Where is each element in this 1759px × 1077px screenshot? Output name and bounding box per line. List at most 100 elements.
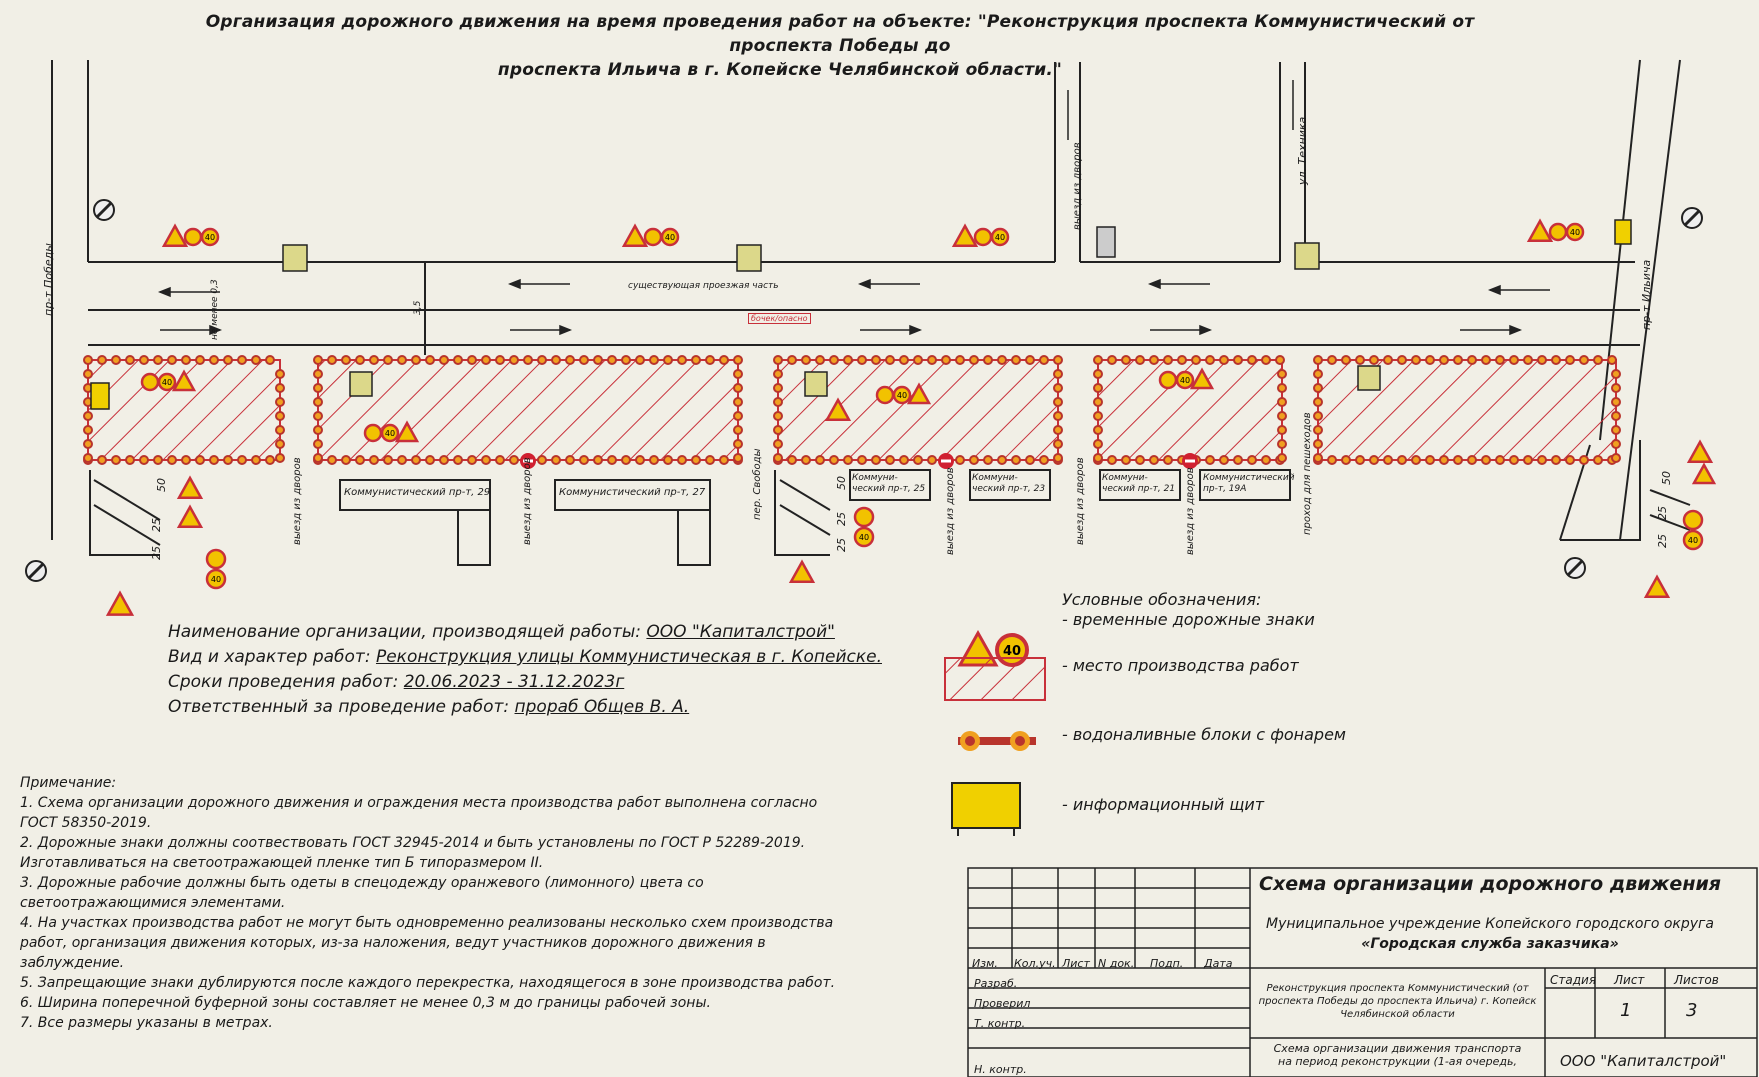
water-barrier — [355, 455, 365, 465]
lane-width-label: 3,5 — [413, 300, 423, 315]
road-works-sign-icon — [394, 420, 420, 443]
title-block-grid — [967, 867, 1758, 1077]
speed-limit-sign-icon — [205, 568, 227, 590]
water-barrier — [1565, 355, 1575, 365]
water-barrier — [829, 455, 839, 465]
water-barrier — [733, 369, 743, 379]
water-barrier — [1011, 355, 1021, 365]
tb-row-norm-control: Н. контр. — [974, 1063, 1027, 1076]
building-label-19a: Коммунистический пр-т, 19А — [1203, 473, 1295, 494]
water-barrier — [1313, 397, 1323, 407]
water-barrier — [341, 355, 351, 365]
water-barrier — [983, 455, 993, 465]
water-barrier — [1277, 453, 1287, 463]
note-1: 1. Схема организации дорожного движения … — [20, 795, 818, 831]
tb-project-line1: Реконструкция проспекта Коммунистический… — [1266, 983, 1529, 994]
water-barrier — [1495, 455, 1505, 465]
notes-heading: Примечание: — [20, 775, 117, 791]
legend-title: Условные обозначения: — [1062, 590, 1262, 609]
water-barrier — [1135, 355, 1145, 365]
water-barrier — [857, 355, 867, 365]
water-barrier — [1313, 383, 1323, 393]
water-barrier — [1341, 355, 1351, 365]
water-barrier — [733, 355, 743, 365]
water-barrier — [1481, 455, 1491, 465]
water-barrier — [1369, 355, 1379, 365]
water-barrier — [1093, 439, 1103, 449]
water-barrier — [327, 355, 337, 365]
water-barrier — [139, 455, 149, 465]
pedestrian-pass-label: проход для пешеходов — [1302, 412, 1313, 535]
water-barrier — [1107, 355, 1117, 365]
water-barrier — [1611, 411, 1621, 421]
dim-50-right: 50 — [1660, 471, 1673, 485]
water-barrier — [83, 453, 93, 463]
water-barrier — [1551, 455, 1561, 465]
water-barrier — [1523, 455, 1533, 465]
water-barrier — [481, 455, 491, 465]
water-barrier — [565, 455, 575, 465]
water-barrier — [733, 439, 743, 449]
water-barrier — [97, 455, 107, 465]
road-works-sign-icon — [788, 559, 816, 584]
note-2: 2. Дорожные знаки должны соотвествовать … — [20, 835, 806, 871]
water-barrier — [1053, 369, 1063, 379]
exit-yard-label-2: выезд из дворов — [522, 457, 533, 545]
speed-limit-value: 40 — [162, 378, 172, 387]
water-barrier — [1039, 355, 1049, 365]
water-barrier — [167, 355, 177, 365]
tb-row-developed: Разраб. — [974, 977, 1018, 990]
work-zone-2 — [317, 359, 739, 461]
road-works-sign-icon — [161, 223, 189, 248]
water-barrier — [83, 411, 93, 421]
note-3: 3. Дорожные рабочие должны быть одеты в … — [20, 875, 704, 911]
water-barrier — [899, 455, 909, 465]
water-barrier — [787, 355, 797, 365]
water-barrier — [1261, 355, 1271, 365]
speed-limit-value: 40 — [211, 575, 221, 584]
water-barrier — [1247, 355, 1257, 365]
lane-arrows — [157, 80, 1550, 336]
speed-limit-sign-icon — [892, 385, 912, 405]
water-barrier — [1219, 455, 1229, 465]
water-barrier — [313, 411, 323, 421]
exit-yard-label-1: выезд из дворов — [292, 457, 303, 545]
water-barrier — [1467, 355, 1477, 365]
road-works-sign-icon — [1686, 439, 1714, 464]
building-label-29: Коммунистический пр-т, 29 — [344, 487, 491, 498]
title-line-1: Организация дорожного движения на время … — [205, 12, 1475, 56]
water-barrier — [1579, 455, 1589, 465]
exit-yard-label-top: выезд из дворов — [1072, 142, 1083, 230]
speed-limit-value: 40 — [205, 233, 215, 242]
water-barrier — [411, 455, 421, 465]
tb-row-checked: Проверил — [974, 997, 1031, 1010]
water-barrier — [983, 355, 993, 365]
water-barrier — [815, 455, 825, 465]
water-barrier — [1453, 455, 1463, 465]
notes: Примечание: 1. Схема организации дорожно… — [20, 773, 840, 1033]
info-board-icon — [736, 244, 762, 272]
water-barrier — [1277, 425, 1287, 435]
dim-50-left: 50 — [155, 478, 168, 492]
speed-limit-sign-icon — [853, 526, 875, 548]
water-barrier — [97, 355, 107, 365]
info-row-org: Наименование организации, производящей р… — [168, 620, 882, 645]
legend-speed-value: 40 — [1003, 644, 1021, 659]
water-barrier — [1053, 355, 1063, 365]
tb-header-kolvo: Кол.уч. — [1014, 957, 1056, 970]
water-barrier — [181, 455, 191, 465]
water-barrier — [509, 355, 519, 365]
water-barrier — [649, 355, 659, 365]
end-of-restrictions-stripe — [95, 201, 113, 219]
water-barrier — [941, 355, 951, 365]
tb-company: ООО "Капиталстрой" — [1560, 1052, 1727, 1070]
org-value: ООО "Капиталстрой" — [646, 622, 835, 642]
water-barrier — [313, 397, 323, 407]
road-works-sign-icon — [176, 504, 204, 529]
info-board-icon — [1614, 219, 1632, 245]
water-barrier — [1093, 425, 1103, 435]
water-barrier — [1053, 453, 1063, 463]
water-barrier — [579, 355, 589, 365]
note-6: 6. Ширина поперечной буферной зоны соста… — [20, 995, 711, 1011]
